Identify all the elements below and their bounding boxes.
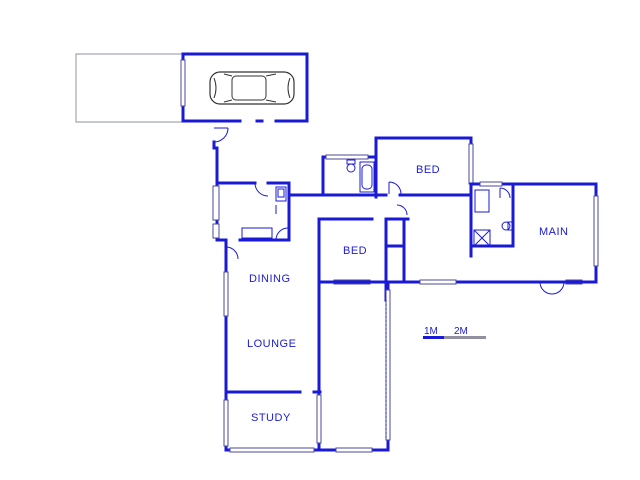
- room-label-lounge: LOUNGE: [247, 338, 296, 350]
- scale-label-1m: 1M: [424, 326, 438, 337]
- room-label-bed-2: BED: [343, 245, 367, 257]
- carport: [75, 53, 183, 123]
- garage-passage-door: [212, 127, 229, 150]
- garage: [180, 52, 309, 123]
- kitchen-block: [212, 146, 291, 242]
- bathroom-block: [287, 136, 474, 258]
- room-label-bed-1: BED: [416, 164, 440, 176]
- corridor-south-wall: [317, 279, 520, 285]
- scale-bar: 1M 2M: [423, 326, 486, 339]
- scale-label-2m: 2M: [454, 326, 468, 337]
- room-label-study: STUDY: [251, 412, 291, 424]
- room-label-dining: DINING: [249, 273, 291, 285]
- car-icon: [209, 71, 295, 105]
- room-label-main: MAIN: [539, 226, 569, 238]
- living-area: [223, 238, 391, 453]
- main-suite: [469, 181, 599, 295]
